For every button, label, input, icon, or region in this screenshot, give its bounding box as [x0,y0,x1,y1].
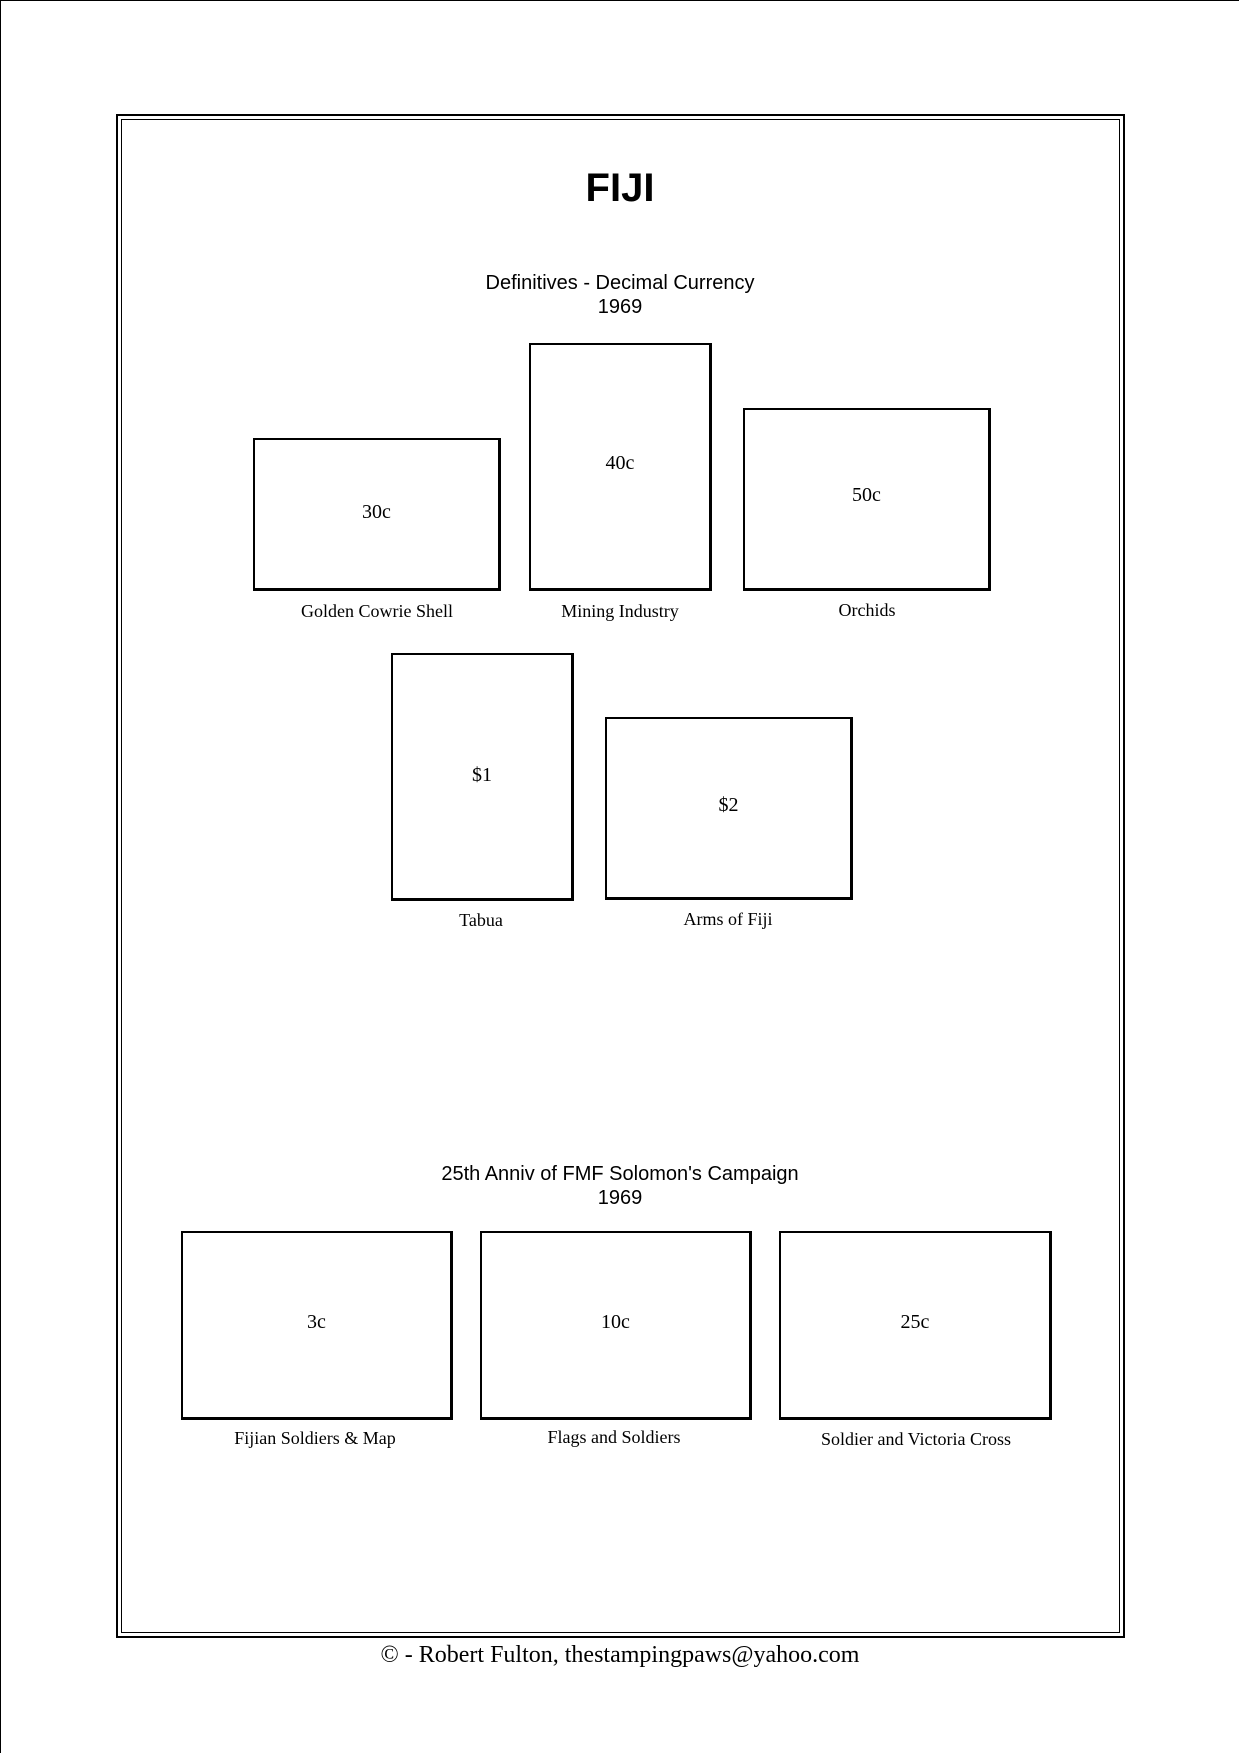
stamp-value: 3c [307,1311,326,1333]
section-year: 1969 [597,296,643,318]
stamp-caption: Fijian Soldiers & Map [234,1428,396,1448]
section-year: 1969 [597,1187,643,1209]
stamp-value: 40c [605,452,635,474]
stamp-space-2-dollar: $2 [605,717,853,900]
section-heading: Definitives - Decimal Currency [485,272,755,294]
stamp-space-40c: 40c [529,343,712,591]
section-heading: 25th Anniv of FMF Solomon's Campaign [441,1163,799,1185]
stamp-value: 10c [601,1311,630,1333]
copyright-footer: © - Robert Fulton, thestampingpaws@yahoo… [380,1642,860,1668]
stamp-space-3c: 3c [181,1231,453,1420]
stamp-caption: Orchids [838,600,896,620]
stamp-value: 50c [852,484,881,506]
stamp-caption: Flags and Soldiers [547,1427,681,1447]
stamp-caption: Tabua [459,910,503,930]
stamp-space-50c: 50c [743,408,991,591]
page-border-outer [116,114,1125,1638]
stamp-space-10c: 10c [480,1231,752,1420]
stamp-value: 30c [362,501,391,523]
stamp-value: $2 [718,794,739,816]
stamp-space-25c: 25c [779,1231,1052,1420]
stamp-space-1-dollar: $1 [391,653,574,901]
stamp-caption: Soldier and Victoria Cross [820,1429,1012,1449]
stamp-value: 25c [900,1311,930,1333]
page-border-inner [121,119,1120,1633]
stamp-space-30c: 30c [253,438,501,591]
stamp-caption: Golden Cowrie Shell [301,601,453,621]
page-title: FIJI [585,166,655,210]
stamp-value: $1 [472,764,492,786]
stamp-caption: Mining Industry [561,601,679,621]
stamp-caption: Arms of Fiji [683,909,773,929]
